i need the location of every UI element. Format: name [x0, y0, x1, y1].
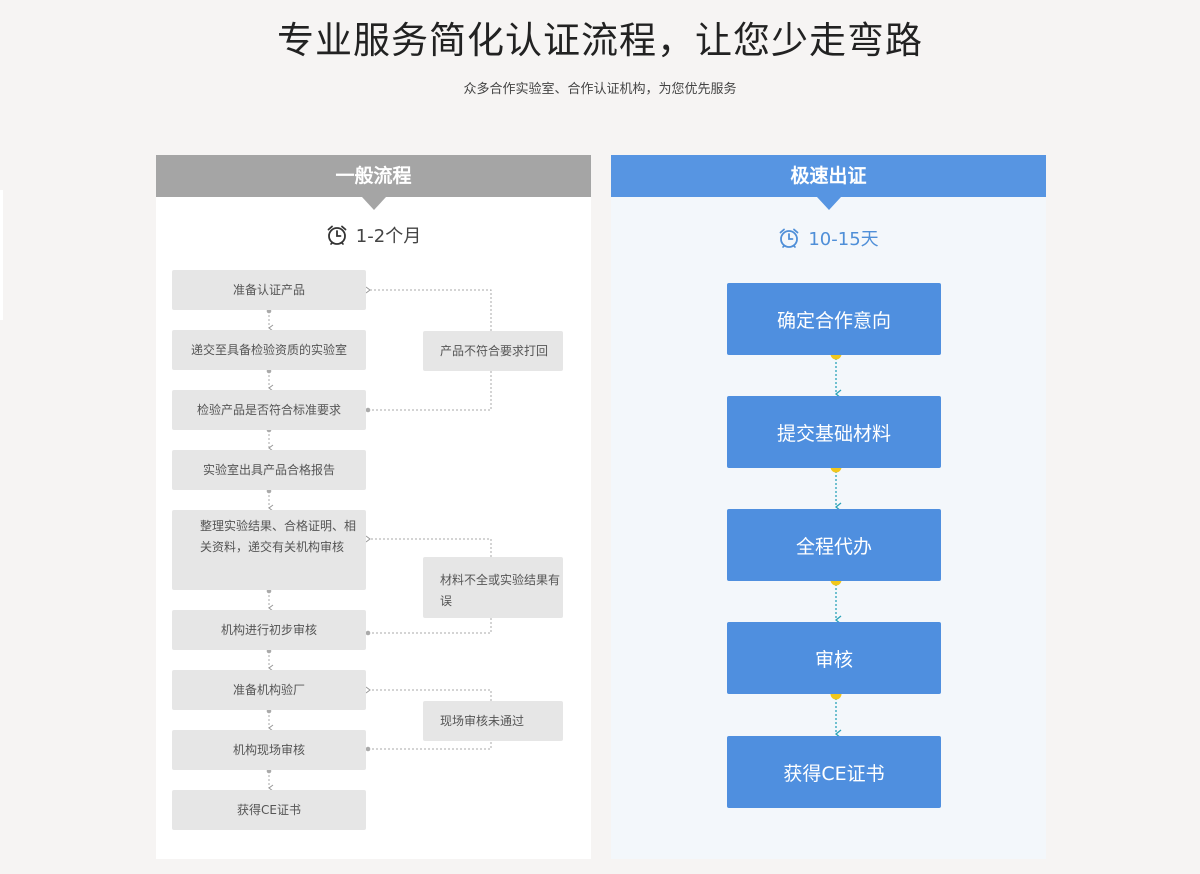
express-step-5: 获得CE证书: [727, 736, 941, 808]
general-step-5: 整理实验结果、合格证明、相关资料，递交有关机构审核: [172, 510, 366, 590]
express-step-2: 提交基础材料: [727, 396, 941, 468]
general-duration: 1-2个月: [156, 224, 591, 250]
left-edge-strip: [0, 190, 3, 320]
general-step-7: 准备机构验厂: [172, 670, 366, 710]
general-duration-text: 1-2个月: [355, 226, 422, 247]
general-step-1: 准备认证产品: [172, 270, 366, 310]
side-note-audit-failed: 现场审核未通过: [423, 701, 563, 741]
express-duration-text: 10-15天: [808, 229, 879, 250]
express-step-4: 审核: [727, 622, 941, 694]
side-note-materials-incomplete: 材料不全或实验结果有误: [423, 557, 563, 618]
general-step-2: 递交至具备检验资质的实验室: [172, 330, 366, 370]
general-step-3: 检验产品是否符合标准要求: [172, 390, 366, 430]
express-process-panel: 极速出证 10-15天: [611, 155, 1046, 859]
alarm-clock-icon: [779, 228, 799, 248]
general-step-6: 机构进行初步审核: [172, 610, 366, 650]
general-step-9: 获得CE证书: [172, 790, 366, 830]
header-pointer: [816, 197, 841, 210]
express-process-header: 极速出证: [611, 155, 1046, 197]
express-step-3: 全程代办: [727, 509, 941, 581]
header-pointer: [361, 197, 386, 210]
page-title: 专业服务简化认证流程，让您少走弯路: [277, 19, 923, 62]
alarm-clock-icon: [327, 225, 347, 245]
page-subtitle: 众多合作实验室、合作认证机构，为您优先服务: [463, 82, 737, 97]
general-step-4: 实验室出具产品合格报告: [172, 450, 366, 490]
side-note-product-rejected: 产品不符合要求打回: [423, 331, 563, 371]
express-duration: 10-15天: [611, 227, 1046, 253]
general-process-header: 一般流程: [156, 155, 591, 197]
general-step-8: 机构现场审核: [172, 730, 366, 770]
express-step-1: 确定合作意向: [727, 283, 941, 355]
